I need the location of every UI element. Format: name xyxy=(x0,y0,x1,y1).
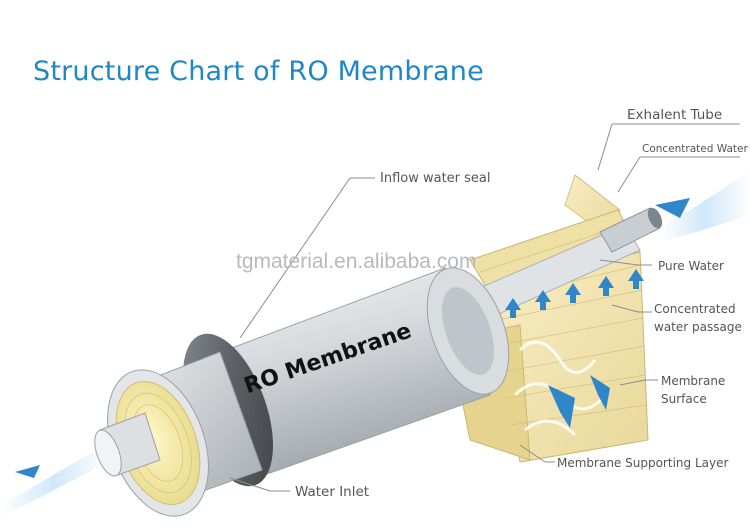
watermark: tgmaterial.en.alibaba.com xyxy=(236,250,477,273)
flow-arrows xyxy=(505,269,644,428)
label-concentrated-passage-line1: Concentrated xyxy=(654,302,736,316)
label-pure-water: Pure Water xyxy=(658,259,724,273)
outlet-arrow-icon xyxy=(655,198,690,218)
water-jets xyxy=(0,170,750,515)
end-cap xyxy=(94,351,263,517)
label-exhalent-tube: Exhalent Tube xyxy=(627,107,722,123)
leader-lines xyxy=(229,123,740,492)
page-title: Structure Chart of RO Membrane xyxy=(33,56,484,87)
label-inflow-water-seal: Inflow water seal xyxy=(380,171,491,186)
label-membrane-supporting-layer: Membrane Supporting Layer xyxy=(557,456,728,470)
label-concentrated-water: Concentrated Water xyxy=(642,143,748,155)
inlet-arrow-icon xyxy=(15,465,40,478)
label-concentrated-passage-line2: water passage xyxy=(654,320,742,334)
label-membrane-surface-line2: Surface xyxy=(661,392,707,406)
label-membrane-surface-line1: Membrane xyxy=(661,374,725,388)
label-water-inlet: Water Inlet xyxy=(295,484,369,500)
